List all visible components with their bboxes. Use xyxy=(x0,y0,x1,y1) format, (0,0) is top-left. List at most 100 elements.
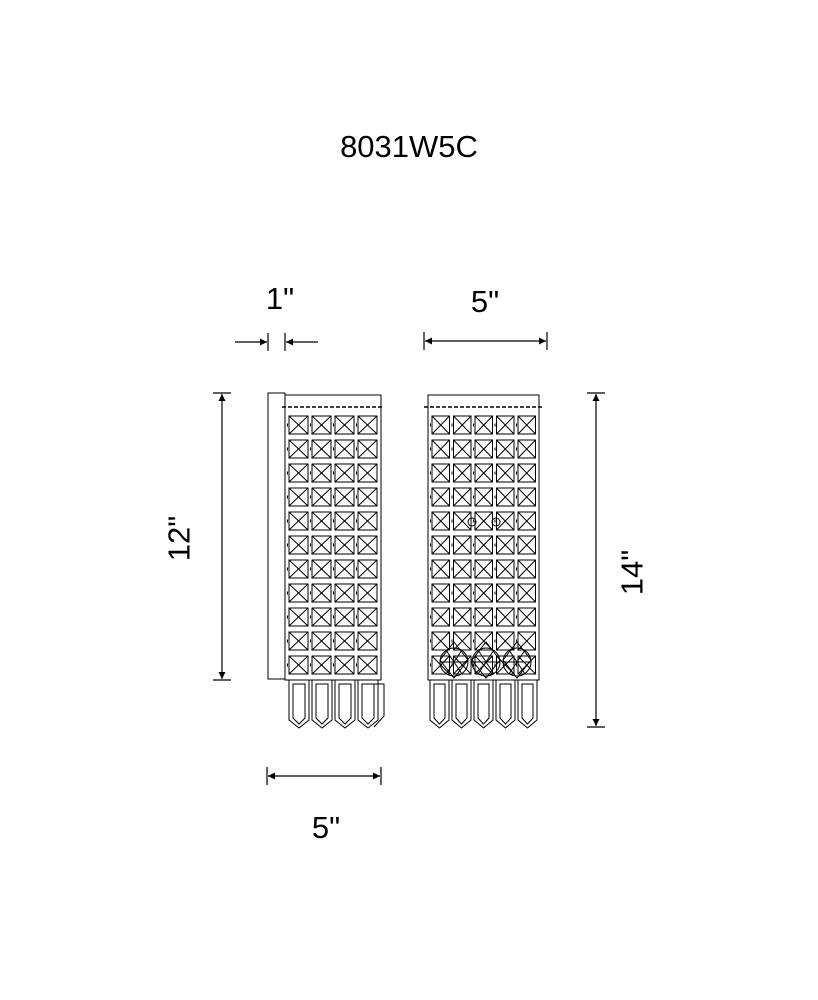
crystal-cell xyxy=(451,463,472,483)
side-view-fixture xyxy=(267,392,385,729)
crystal-cell xyxy=(430,607,450,627)
crystal-cell xyxy=(516,583,536,603)
crystal-drop xyxy=(429,679,450,729)
crystal-cell xyxy=(516,415,536,435)
crystal-cell xyxy=(473,439,493,459)
crystal-cell xyxy=(333,607,355,627)
side-width-dimension-label: 5" xyxy=(311,810,341,845)
crystal-drop xyxy=(495,679,516,729)
crystal-cell xyxy=(356,463,378,483)
body-height-dimension xyxy=(213,392,231,681)
crystal-cell xyxy=(310,535,332,555)
front-width-dimension xyxy=(423,332,548,350)
side-crystal-drops xyxy=(288,679,379,729)
crystal-cell xyxy=(333,583,355,603)
crystal-cell xyxy=(473,463,493,483)
crystal-cell xyxy=(494,511,515,531)
crystal-cell xyxy=(494,583,515,603)
crystal-cell xyxy=(516,535,536,555)
crystal-cell xyxy=(333,535,355,555)
crystal-cell xyxy=(310,487,332,507)
crystal-cell xyxy=(333,463,355,483)
crystal-cell xyxy=(473,487,493,507)
crystal-cell xyxy=(516,511,536,531)
crystal-cell xyxy=(451,511,472,531)
crystal-cell xyxy=(356,535,378,555)
crystal-cell xyxy=(310,655,332,675)
crystal-cell xyxy=(494,439,515,459)
crystal-ball xyxy=(502,641,532,679)
crystal-cell xyxy=(473,583,493,603)
crystal-drop xyxy=(517,679,538,729)
dimension-lines xyxy=(213,332,605,785)
crystal-cell xyxy=(356,487,378,507)
crystal-cell xyxy=(494,487,515,507)
crystal-cell xyxy=(333,655,355,675)
crystal-drop xyxy=(311,679,333,729)
crystal-cell xyxy=(494,559,515,579)
crystal-cell xyxy=(287,415,309,435)
crystal-drop xyxy=(288,679,310,729)
crystal-cell xyxy=(516,559,536,579)
crystal-cell xyxy=(430,631,450,651)
crystal-cell xyxy=(356,655,378,675)
crystal-cell xyxy=(430,559,450,579)
mounting-screw xyxy=(491,517,501,527)
crystal-drop xyxy=(473,679,494,729)
crystal-cell xyxy=(473,415,493,435)
crystal-cell xyxy=(430,511,450,531)
crystal-cell xyxy=(430,535,450,555)
crystal-cell xyxy=(333,511,355,531)
front-crystal-drops xyxy=(429,679,538,729)
crystal-cell xyxy=(494,607,515,627)
crystal-cell xyxy=(473,559,493,579)
crystal-cell xyxy=(430,655,450,675)
crystal-cell xyxy=(516,439,536,459)
crystal-cell xyxy=(333,631,355,651)
crystal-cell xyxy=(310,607,332,627)
crystal-drop xyxy=(357,679,379,729)
crystal-cell xyxy=(516,487,536,507)
crystal-cell xyxy=(287,631,309,651)
crystal-cell xyxy=(430,415,450,435)
crystal-cell xyxy=(310,415,332,435)
crystal-cell xyxy=(451,487,472,507)
crystal-ball xyxy=(439,641,469,679)
crystal-cell xyxy=(310,559,332,579)
crystal-cell xyxy=(310,511,332,531)
crystal-cell xyxy=(430,583,450,603)
crystal-cell xyxy=(356,439,378,459)
crystal-cell xyxy=(287,463,309,483)
crystal-ball-pendants xyxy=(439,641,532,679)
crystal-cell xyxy=(287,511,309,531)
crystal-cell xyxy=(287,439,309,459)
crystal-cell xyxy=(356,559,378,579)
crystal-cell xyxy=(333,559,355,579)
crystal-cell xyxy=(310,583,332,603)
overall-height-dimension xyxy=(587,392,605,728)
crystal-cell xyxy=(356,415,378,435)
crystal-cell xyxy=(356,631,378,651)
crystal-cell xyxy=(494,631,515,651)
depth-dimension xyxy=(235,333,318,351)
crystal-cell xyxy=(451,415,472,435)
depth-dimension-label: 1" xyxy=(265,281,295,316)
front-view-fixture xyxy=(424,394,543,729)
crystal-cell xyxy=(333,487,355,507)
crystal-cell xyxy=(310,439,332,459)
side-width-dimension xyxy=(266,767,382,785)
crystal-cell xyxy=(430,439,450,459)
crystal-cell xyxy=(310,463,332,483)
wall-backplate xyxy=(267,392,286,680)
crystal-cell xyxy=(516,607,536,627)
side-bracket xyxy=(373,683,385,728)
crystal-cell xyxy=(333,415,355,435)
crystal-cell xyxy=(494,463,515,483)
crystal-drop xyxy=(334,679,356,729)
crystal-cell xyxy=(451,559,472,579)
crystal-cell xyxy=(310,631,332,651)
crystal-cell xyxy=(287,655,309,675)
crystal-cell xyxy=(494,415,515,435)
side-crystal-grid xyxy=(287,415,378,675)
